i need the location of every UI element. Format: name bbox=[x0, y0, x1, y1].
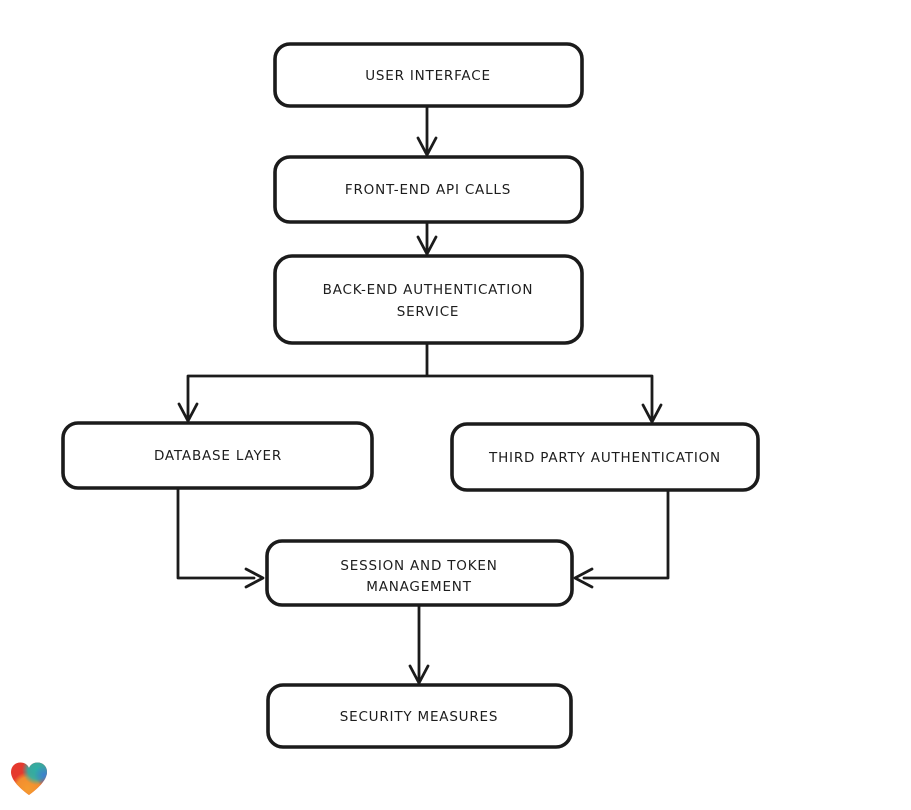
node-box bbox=[450, 422, 760, 492]
node-label-line1: SESSION AND TOKEN bbox=[340, 558, 497, 574]
node-label-line2: MANAGEMENT bbox=[366, 579, 472, 595]
arrowhead-down-icon bbox=[177, 402, 199, 423]
node-session-and-token-management: SESSION AND TOKEN MANAGEMENT bbox=[265, 539, 574, 607]
node-label: USER INTERFACE bbox=[365, 68, 491, 84]
arrowhead-down-icon bbox=[416, 235, 438, 256]
node-database-layer: DATABASE LAYER bbox=[61, 421, 374, 490]
node-third-party-authentication: THIRD PARTY AUTHENTICATION bbox=[450, 422, 760, 492]
node-label-line1: BACK-END AUTHENTICATION bbox=[323, 282, 534, 298]
edge-database-to-session bbox=[176, 487, 265, 589]
node-box bbox=[273, 254, 584, 345]
node-box bbox=[273, 155, 584, 224]
arrowhead-down-icon bbox=[416, 136, 438, 157]
edge-back-end-auth-branch bbox=[177, 341, 663, 424]
heart-logo[interactable] bbox=[9, 760, 49, 800]
node-label: DATABASE LAYER bbox=[154, 448, 282, 464]
edge-third-party-to-session bbox=[573, 488, 670, 589]
heart-blue-blend bbox=[34, 765, 47, 785]
node-box bbox=[273, 42, 584, 108]
node-box bbox=[266, 683, 573, 749]
node-front-end-api-calls: FRONT-END API CALLS bbox=[273, 155, 584, 224]
node-box bbox=[61, 421, 374, 490]
arrowhead-left-icon bbox=[573, 567, 594, 589]
edge-line bbox=[582, 488, 670, 580]
arrowhead-down-icon bbox=[408, 664, 430, 685]
edges-layer bbox=[176, 105, 670, 685]
node-security-measures: SECURITY MEASURES bbox=[266, 683, 573, 749]
node-label: THIRD PARTY AUTHENTICATION bbox=[488, 450, 721, 466]
edge-line bbox=[186, 341, 654, 422]
node-label: SECURITY MEASURES bbox=[340, 709, 499, 725]
edge-user-interface-to-front-end-api bbox=[416, 105, 438, 157]
edge-line bbox=[176, 487, 256, 580]
arrowhead-down-icon bbox=[641, 403, 663, 424]
arrowhead-right-icon bbox=[244, 567, 265, 589]
node-box bbox=[265, 539, 574, 607]
node-back-end-authentication-service: BACK-END AUTHENTICATION SERVICE bbox=[273, 254, 584, 345]
node-label: FRONT-END API CALLS bbox=[345, 182, 511, 198]
edge-session-to-security bbox=[408, 603, 430, 685]
node-label-line2: SERVICE bbox=[397, 304, 460, 320]
edge-front-end-api-to-back-end-auth bbox=[416, 220, 438, 256]
nodes-layer: USER INTERFACE FRONT-END API CALLS BACK-… bbox=[61, 42, 760, 749]
node-user-interface: USER INTERFACE bbox=[273, 42, 584, 108]
heart-icon bbox=[11, 762, 47, 795]
